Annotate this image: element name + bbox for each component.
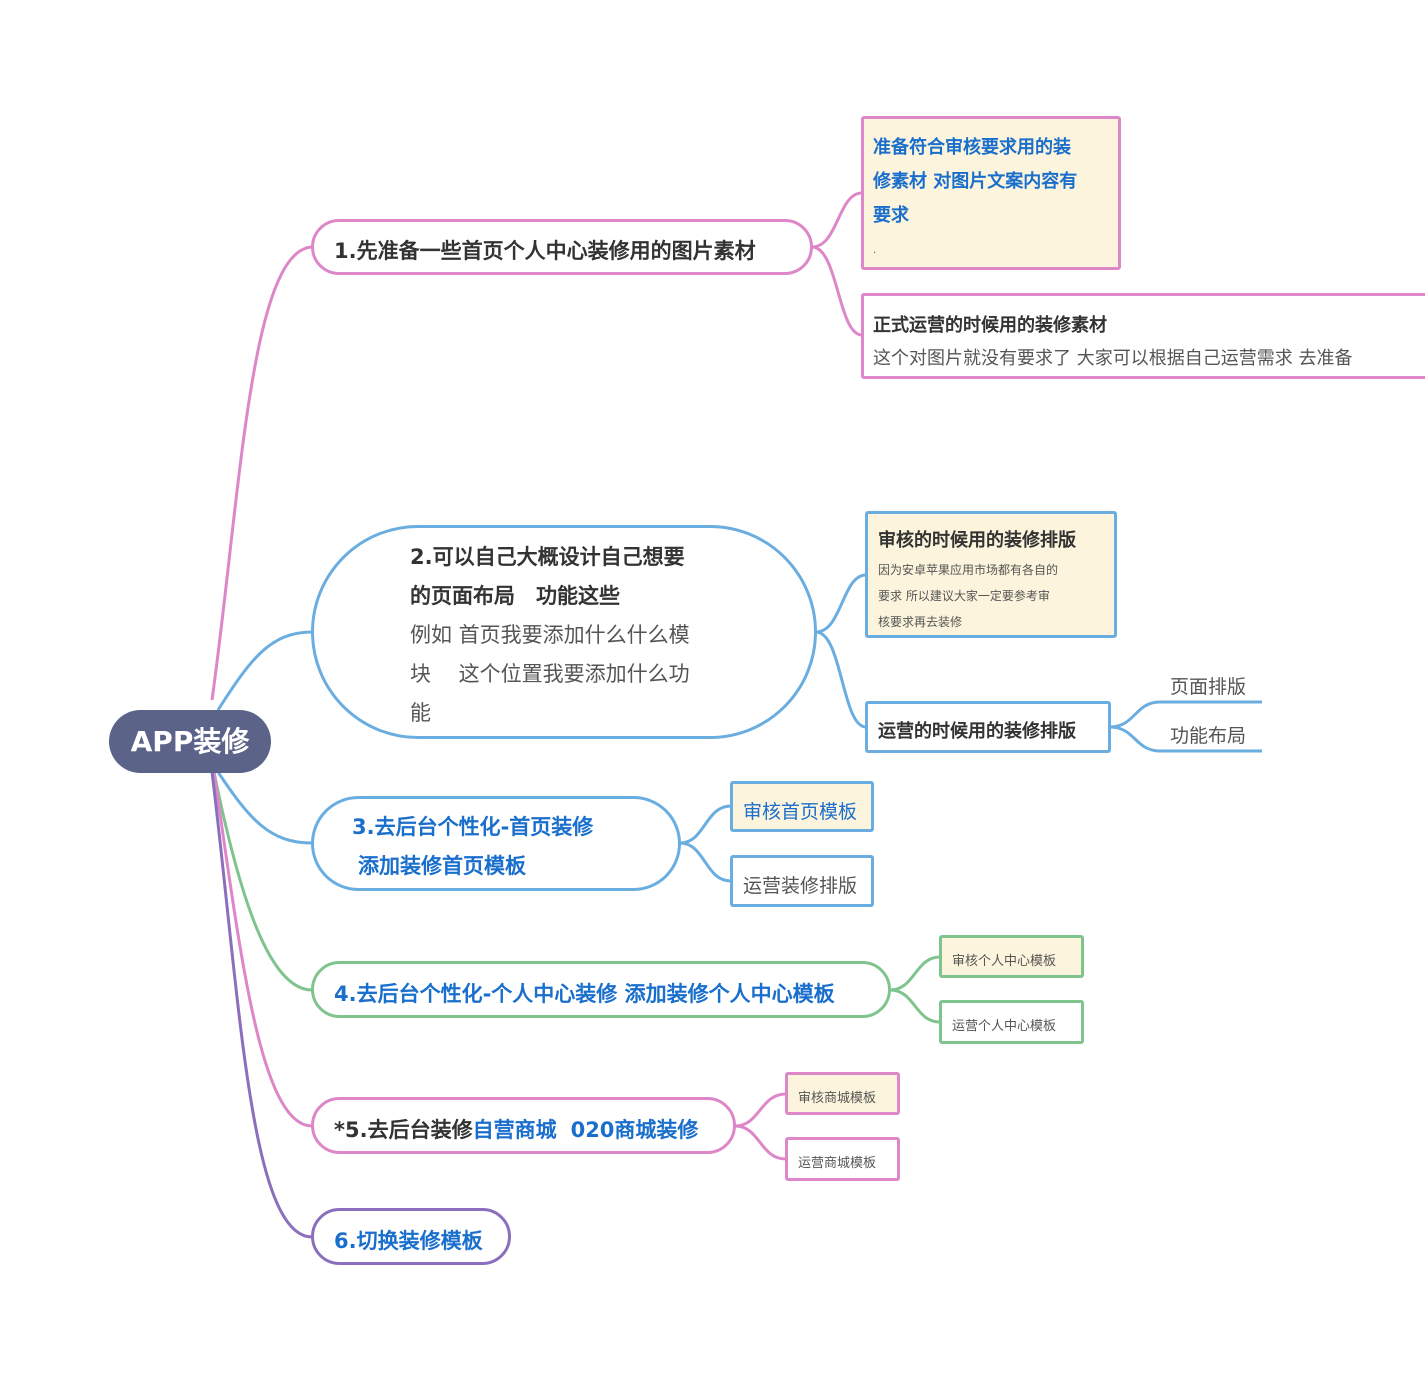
link-b2c2-leaf1: [1109, 700, 1262, 729]
branch-3-node[interactable]: 3.去后台个性化-首页装修 添加装修首页模板: [311, 796, 681, 891]
leaf-page-layout[interactable]: 页面排版: [1170, 676, 1247, 698]
link-b4-c2: [889, 988, 941, 1024]
link-root-branch2: [216, 630, 313, 711]
branch-5-node[interactable]: *5.去后台装修自营商城 020商城装修: [311, 1097, 736, 1154]
root-label: APP装修: [130, 725, 250, 758]
branch-2-text: 2.可以自己大概设计自己想要 的页面布局 功能这些 例如 首页我要添加什么什么模…: [410, 538, 690, 733]
branch-4-label: 4.去后台个性化-个人中心装修 添加装修个人中心模板: [334, 982, 835, 1006]
title-line: 要求: [873, 205, 909, 226]
branch-6-node[interactable]: 6.切换装修模板: [311, 1208, 511, 1265]
link-root-branch4: [212, 771, 313, 992]
branch-2-child-1[interactable]: 审核的时候用的装修排版 因为安卓苹果应用市场都有各自的 要求 所以建议大家一定要…: [865, 511, 1117, 638]
link-root-branch6: [210, 771, 313, 1239]
branch-6-label: 6.切换装修模板: [334, 1229, 483, 1253]
branch-1-node[interactable]: 1.先准备一些首页个人中心装修用的图片素材: [311, 219, 813, 275]
branch-2-child-2[interactable]: 运营的时候用的装修排版: [865, 701, 1111, 753]
link-root-branch5: [212, 771, 313, 1128]
title-line: 修素材 对图片文案内容有: [873, 171, 1078, 192]
branch-3-label-line: 添加装修首页模板: [358, 854, 526, 878]
branch-3-child-2-label: 运营装修排版: [743, 875, 858, 897]
branch-2-title-line: 2.可以自己大概设计自己想要: [410, 545, 685, 569]
leaf-feature-layout[interactable]: 功能布局: [1170, 725, 1247, 747]
branch-3-child-1[interactable]: 审核首页模板: [730, 781, 874, 832]
link-b5-c1: [734, 1092, 787, 1128]
branch-1-label: 1.先准备一些首页个人中心装修用的图片素材: [334, 239, 756, 263]
branch-2-body-line: 例如 首页我要添加什么什么模: [410, 623, 690, 647]
branch-3-label: 3.去后台个性化-首页装修 添加装修首页模板: [352, 808, 593, 886]
link-b1-c2: [811, 245, 863, 337]
branch-1-child-1-title: 准备符合审核要求用的装 修素材 对图片文案内容有 要求: [873, 131, 1077, 233]
branch-2-node[interactable]: 2.可以自己大概设计自己想要 的页面布局 功能这些 例如 首页我要添加什么什么模…: [311, 525, 817, 739]
branch-4-child-1[interactable]: 审核个人中心模板: [939, 935, 1084, 978]
branch-1-child-1[interactable]: 准备符合审核要求用的装 修素材 对图片文案内容有 要求 .: [861, 116, 1121, 270]
note-line: 要求 所以建议大家一定要参考审: [878, 589, 1050, 603]
branch-2-child-1-title: 审核的时候用的装修排版: [878, 530, 1076, 551]
branch-4-child-2-label: 运营个人中心模板: [952, 1019, 1057, 1034]
link-b5-c2: [734, 1124, 787, 1161]
branch-1-child-2-title: 正式运营的时候用的装修素材: [873, 315, 1107, 336]
branch-2-title-line: 的页面布局 功能这些: [410, 584, 620, 608]
branch-3-label-line: 3.去后台个性化-首页装修: [352, 815, 594, 839]
branch-4-node[interactable]: 4.去后台个性化-个人中心装修 添加装修个人中心模板: [311, 961, 891, 1018]
branch-1-child-2[interactable]: 正式运营的时候用的装修素材 这个对图片就没有要求了 大家可以根据自己运营需求 去…: [861, 293, 1425, 379]
branch-2-child-2-title: 运营的时候用的装修排版: [878, 721, 1076, 742]
note-line: 因为安卓苹果应用市场都有各自的: [878, 563, 1059, 577]
branch-3-child-1-label: 审核首页模板: [743, 801, 858, 823]
branch-5-child-1[interactable]: 审核商城模板: [785, 1072, 900, 1115]
link-b2c2-leaf2: [1109, 725, 1262, 753]
branch-5-child-1-label: 审核商城模板: [798, 1091, 877, 1106]
branch-5-child-2[interactable]: 运营商城模板: [785, 1137, 900, 1181]
link-b2-c1: [815, 573, 867, 634]
branch-1-child-2-note: 这个对图片就没有要求了 大家可以根据自己运营需求 去准备: [873, 348, 1353, 369]
branch-1-child-1-note: .: [873, 245, 877, 256]
root-node[interactable]: APP装修: [109, 710, 271, 773]
branch-5-child-2-label: 运营商城模板: [798, 1156, 877, 1171]
branch-5-label-suffix: 020商城装修: [570, 1118, 699, 1142]
branch-2-child-1-note: 因为安卓苹果应用市场都有各自的 要求 所以建议大家一定要参考审 核要求再去装修: [878, 557, 1058, 635]
link-b1-c1: [811, 191, 863, 249]
branch-5-label-prefix: *5.去后台装修: [334, 1118, 473, 1142]
branch-2-body-line: 块 这个位置我要添加什么功: [410, 662, 690, 686]
branch-5-label: *5.去后台装修自营商城 020商城装修: [334, 1114, 698, 1144]
link-b3-c2: [679, 841, 732, 883]
link-root-branch1: [210, 245, 313, 701]
link-b4-c1: [889, 955, 941, 992]
link-root-branch3: [216, 771, 313, 845]
branch-3-child-2[interactable]: 运营装修排版: [730, 855, 874, 907]
title-line: 准备符合审核要求用的装: [873, 137, 1071, 158]
note-line: 核要求再去装修: [878, 615, 963, 629]
link-b2-c2: [815, 630, 867, 729]
branch-2-body-line: 能: [410, 701, 431, 725]
branch-5-label-highlight: 自营商城: [472, 1118, 557, 1142]
branch-4-child-1-label: 审核个人中心模板: [952, 954, 1057, 969]
link-b3-c1: [679, 804, 732, 845]
branch-4-child-2[interactable]: 运营个人中心模板: [939, 1000, 1084, 1044]
